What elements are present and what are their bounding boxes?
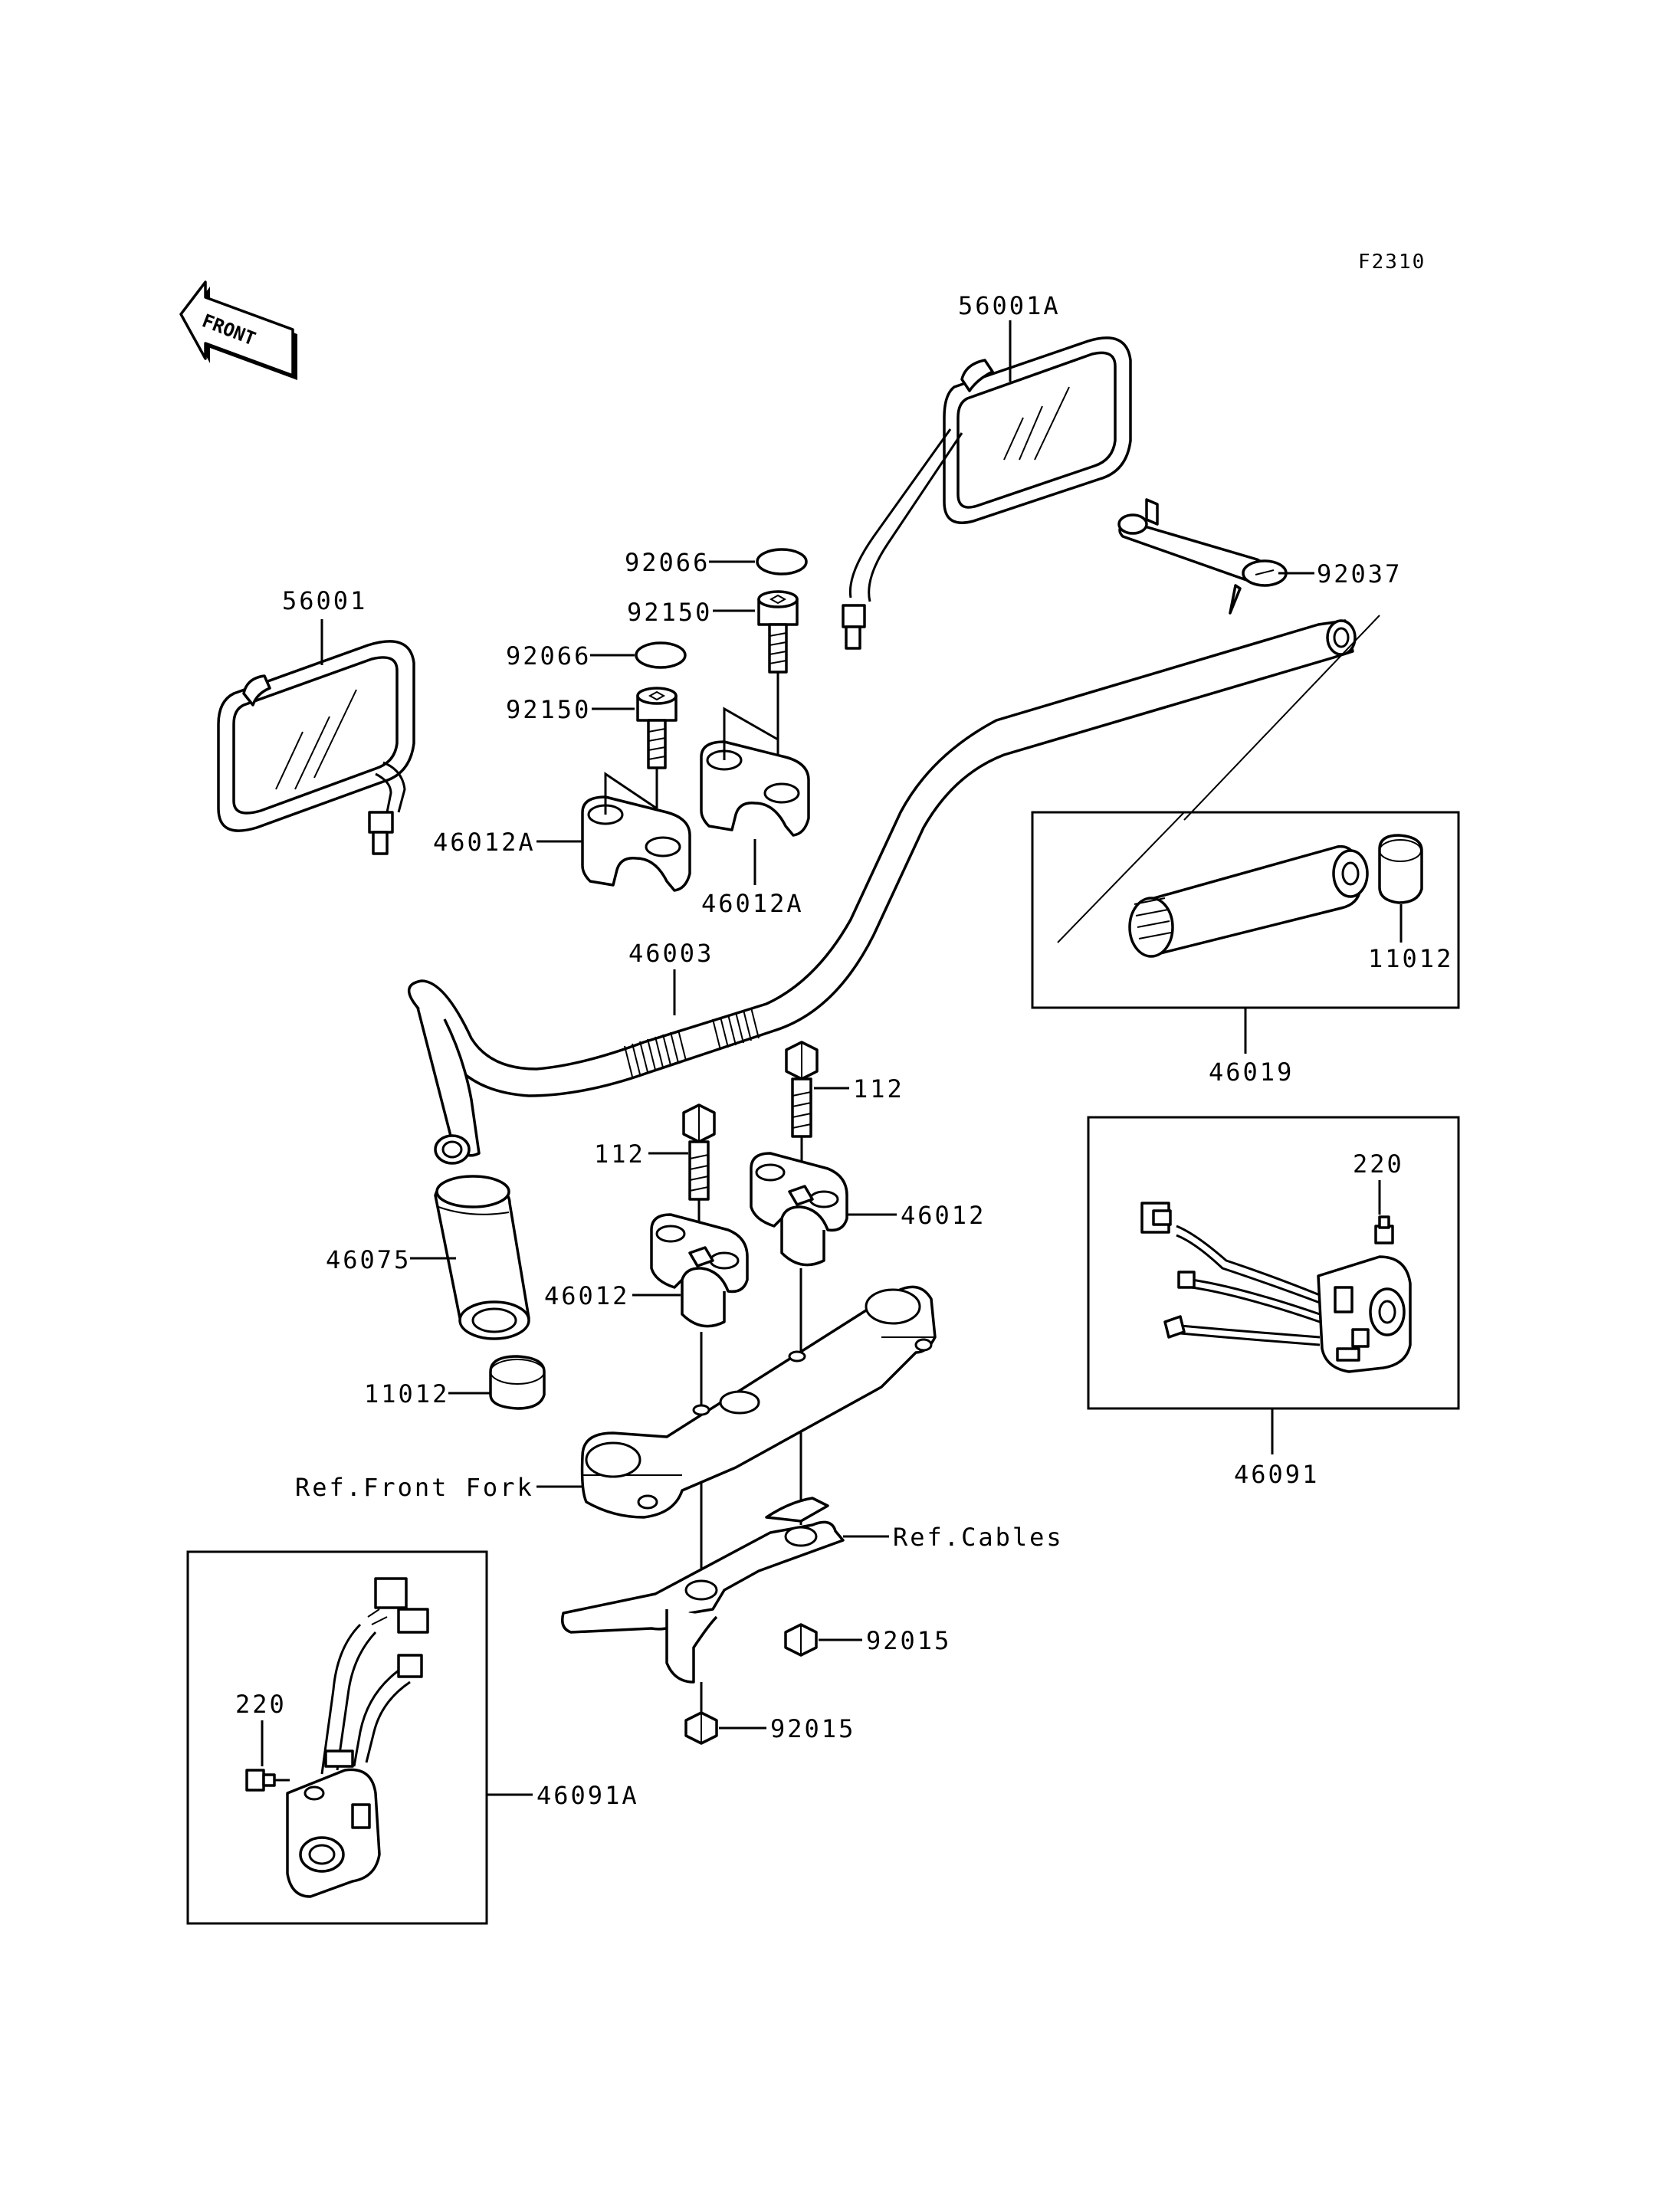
- end-cap-11012-right: [1378, 834, 1423, 904]
- screw-220-left: [245, 1769, 276, 1792]
- bolt-112-right: [785, 1041, 819, 1138]
- riser-46012-left: [650, 1213, 749, 1328]
- label-46091A: 46091A: [536, 1781, 639, 1810]
- label-ref-front-fork: Ref.Front Fork: [295, 1473, 534, 1502]
- label-92015-upper: 92015: [866, 1626, 951, 1655]
- grip-46075: [434, 1175, 530, 1340]
- label-92037: 92037: [1317, 559, 1402, 589]
- label-112-left: 112: [594, 1139, 645, 1169]
- label-92066-top: 92066: [625, 548, 710, 577]
- label-ref-cables: Ref.Cables: [893, 1523, 1064, 1552]
- box-46091A: [186, 1550, 488, 1925]
- nut-92015-lower: [684, 1711, 718, 1745]
- label-11012-left: 11012: [364, 1379, 449, 1408]
- label-92015-lower: 92015: [770, 1714, 855, 1743]
- bolt-112-left: [682, 1103, 716, 1201]
- label-11012-right: 11012: [1368, 944, 1453, 973]
- switch-right-46091: [1140, 1202, 1412, 1373]
- cap-92066-top: [756, 548, 808, 575]
- mirror-left-56001: [217, 640, 415, 855]
- label-46091: 46091: [1234, 1460, 1319, 1489]
- switch-left-46091A: [286, 1577, 429, 1898]
- bolt-92150-low: [636, 687, 678, 769]
- label-92150-top: 92150: [627, 598, 712, 627]
- label-92150-low: 92150: [506, 695, 591, 724]
- screw-220-right: [1374, 1215, 1394, 1244]
- clamp-46012A-right: [700, 707, 810, 837]
- bolt-92150-top: [757, 590, 799, 674]
- end-cap-11012-left: [489, 1355, 546, 1410]
- throttle-grip: [1128, 844, 1369, 958]
- label-220-right: 220: [1353, 1149, 1404, 1179]
- label-46012-right: 46012: [901, 1201, 986, 1230]
- label-46003: 46003: [628, 939, 714, 968]
- diagram-code: F2310: [1358, 251, 1426, 274]
- label-92066-low: 92066: [506, 641, 591, 671]
- label-46075: 46075: [326, 1245, 411, 1274]
- label-46012-left: 46012: [544, 1281, 629, 1310]
- label-56001: 56001: [282, 586, 367, 615]
- label-112-right: 112: [853, 1074, 904, 1103]
- handlebar-46003: [408, 619, 1357, 1165]
- label-46012A-right: 46012A: [701, 889, 804, 918]
- clamp-46012A-left: [581, 772, 691, 892]
- nut-92015-upper: [784, 1623, 818, 1657]
- wrench-92037: [1117, 498, 1288, 615]
- cable-bracket: [561, 1497, 845, 1684]
- label-46019: 46019: [1209, 1058, 1294, 1087]
- label-56001A: 56001A: [958, 291, 1061, 320]
- fork-bracket: [580, 1285, 937, 1519]
- label-46012A-left: 46012A: [433, 828, 536, 857]
- label-220-left: 220: [235, 1690, 287, 1719]
- riser-46012-right: [750, 1152, 848, 1267]
- cap-92066-low: [635, 641, 687, 669]
- mirror-right-56001A: [842, 336, 1132, 650]
- front-arrow-icon: FRONT: [179, 280, 297, 380]
